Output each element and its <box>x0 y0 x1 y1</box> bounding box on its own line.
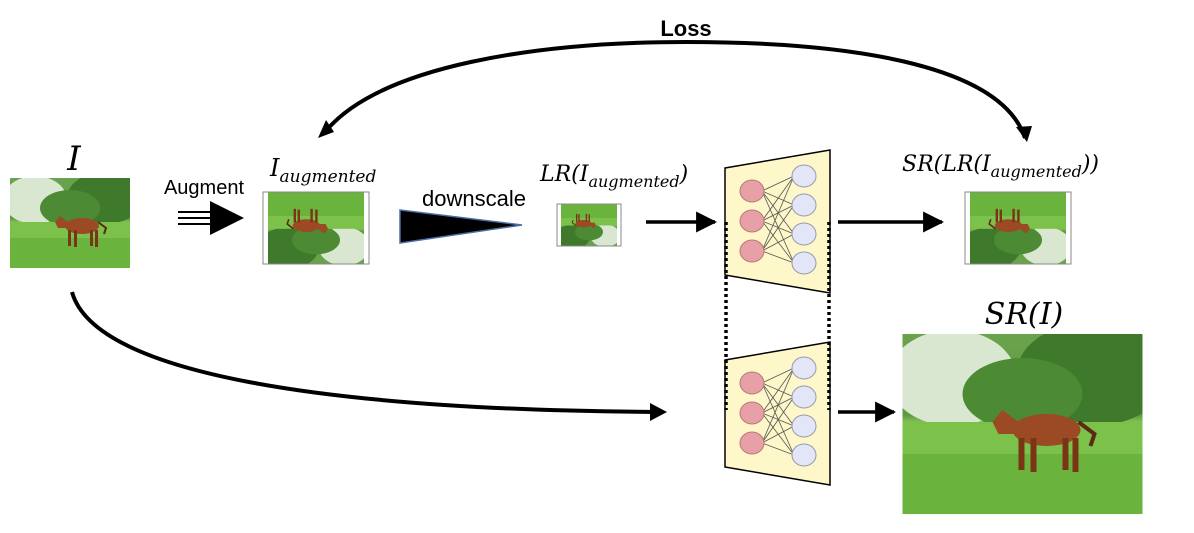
network-lower-connection <box>761 367 795 444</box>
network-lower-connection <box>761 367 795 414</box>
network-upper-connection <box>761 175 795 192</box>
input-image-label: I <box>66 139 81 179</box>
network-lower-connection <box>761 425 795 444</box>
network-upper-output-node <box>791 222 817 246</box>
sr-image-photo <box>889 322 1169 514</box>
network-lower-connection <box>761 442 795 456</box>
augmented-photo <box>262 191 370 265</box>
lr-label: LR(Iaugmented) <box>539 162 688 191</box>
network-lower-input-node <box>739 431 765 455</box>
network-lower-connection <box>761 412 795 456</box>
network-upper-input-node <box>739 239 765 263</box>
network-upper <box>724 149 831 294</box>
augmented-label: Iaugmented <box>269 154 376 187</box>
loss-arrowhead-right <box>1016 126 1032 142</box>
augment-label: Augment <box>164 177 244 199</box>
network-upper-output-node <box>791 193 817 217</box>
sr-lr-label: SR(LR(Iaugmented)) <box>902 152 1099 181</box>
input-photo <box>3 172 143 268</box>
network-upper-connection <box>761 220 795 264</box>
augment-arrow <box>178 201 244 235</box>
network-upper-connection <box>761 175 795 252</box>
network-upper-output-node <box>791 164 817 188</box>
network-lower-connection <box>761 396 795 444</box>
network-upper-output-node <box>791 251 817 275</box>
network-upper-input-node <box>739 209 765 233</box>
network-lower-connection <box>761 367 795 384</box>
network-lower-output-node <box>791 385 817 409</box>
network-upper-connection <box>761 204 795 252</box>
network-lower-input-node <box>739 371 765 395</box>
sr-image-label: SR(I) <box>985 297 1063 332</box>
network-lower <box>724 341 831 486</box>
network-upper-connection <box>761 233 795 252</box>
loss-arrowhead-left <box>318 120 334 138</box>
downscale-label: downscale <box>422 186 526 211</box>
network-lower-output-node <box>791 443 817 467</box>
downscale-wedge <box>399 209 523 244</box>
sr-lr-photo <box>964 191 1072 265</box>
network-upper-connection <box>761 190 795 264</box>
network-lower-output-node <box>791 414 817 438</box>
network-lower-output-node <box>791 356 817 380</box>
lr-photo <box>556 203 622 247</box>
network-lower-connection <box>761 382 795 456</box>
network-upper-connection <box>761 175 795 222</box>
loss-label: Loss <box>660 16 711 41</box>
input-to-network-arrowhead <box>650 403 667 421</box>
network-upper-input-node <box>739 179 765 203</box>
network-lower-input-node <box>739 401 765 425</box>
input-to-network-curve <box>70 291 661 414</box>
network-upper-connection <box>761 250 795 264</box>
loss-arc <box>323 39 1027 139</box>
